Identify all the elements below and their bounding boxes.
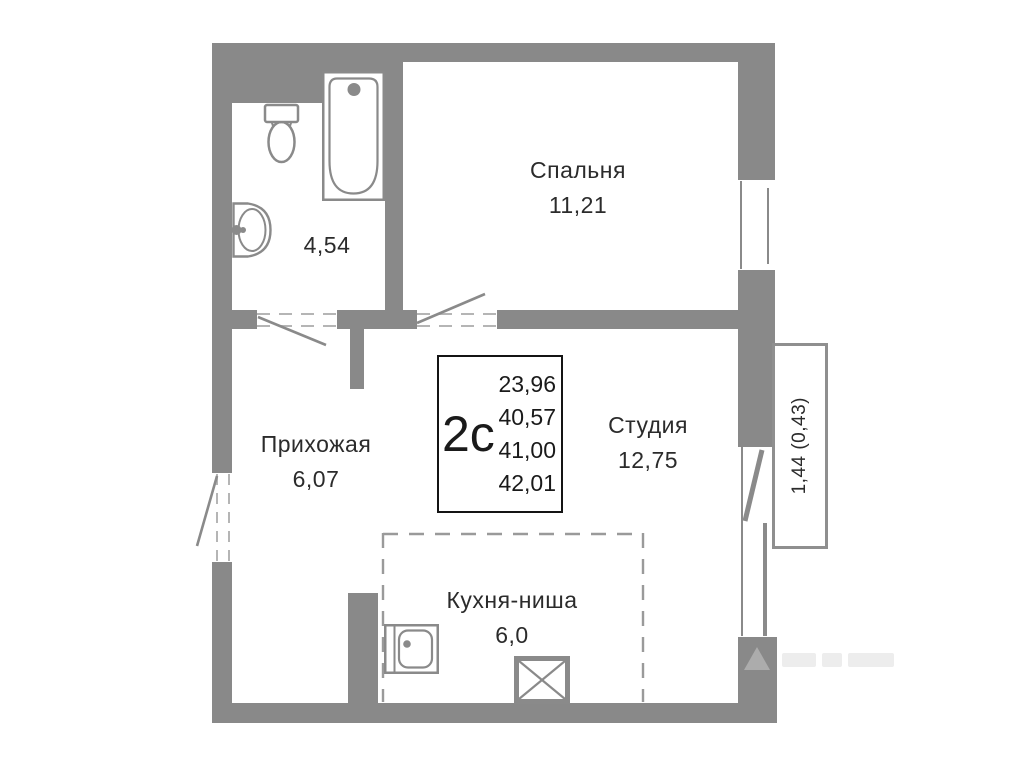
wall-interior-middle: [337, 310, 417, 329]
hallway-label: Прихожая 6,07: [206, 433, 426, 491]
bedroom-label: Спальня 11,21: [468, 159, 688, 217]
bathtub-icon: [322, 71, 385, 201]
hallway-area: 6,07: [292, 466, 340, 492]
wall-bathroom-bedroom: [385, 62, 403, 310]
wall-bottom: [212, 703, 777, 723]
balcony-label: 1,44 (0,43): [789, 397, 810, 495]
unit-area-value: 40,57: [498, 404, 556, 430]
watermark-text-ghost: [782, 653, 894, 667]
hallway-name: Прихожая: [260, 431, 372, 457]
kitchen-label: Кухня-ниша 6,0: [402, 589, 622, 647]
bedroom-name: Спальня: [530, 157, 626, 183]
kitchen-name: Кухня-ниша: [446, 587, 578, 613]
toilet-icon: [263, 103, 300, 164]
balcony-box: 1,44 (0,43): [772, 343, 828, 549]
wall-right-middle: [738, 270, 775, 447]
wall-right-lower: [738, 637, 777, 723]
wall-left-lower: [212, 562, 232, 723]
wall-left-upper: [212, 43, 232, 473]
studio-name: Студия: [608, 412, 688, 438]
wall-interior-right: [497, 310, 740, 329]
bathroom-area: 4,54: [303, 232, 351, 258]
studio-label: Студия 12,75: [538, 414, 758, 472]
wall-bathroom-top: [232, 62, 322, 103]
bedroom-area: 11,21: [548, 192, 608, 218]
vent-shaft-icon: [514, 656, 570, 704]
wall-bathtub-niche: [322, 62, 385, 73]
sink-icon: [232, 202, 272, 258]
kitchen-area: 6,0: [495, 622, 529, 648]
studio-area: 12,75: [617, 447, 679, 473]
unit-type-label: 2с: [442, 406, 495, 462]
kitchen-sink-icon: [384, 624, 439, 674]
unit-area-list: 23,96 40,57 41,00 42,01: [495, 357, 561, 511]
bathroom-label: 4,54: [267, 234, 387, 257]
unit-area-value: 41,00: [498, 437, 556, 463]
wall-stub-hallway: [350, 329, 364, 389]
wall-stub-kitchen: [348, 593, 378, 703]
unit-info-box: 2с 23,96 40,57 41,00 42,01: [437, 355, 563, 513]
wall-right-upper: [738, 43, 775, 180]
wall-interior-left: [232, 310, 257, 329]
unit-area-value: 42,01: [498, 470, 556, 496]
watermark: [744, 647, 894, 670]
watermark-logo-icon: [744, 647, 770, 670]
unit-area-value: 23,96: [498, 371, 556, 397]
wall-top: [212, 43, 775, 62]
